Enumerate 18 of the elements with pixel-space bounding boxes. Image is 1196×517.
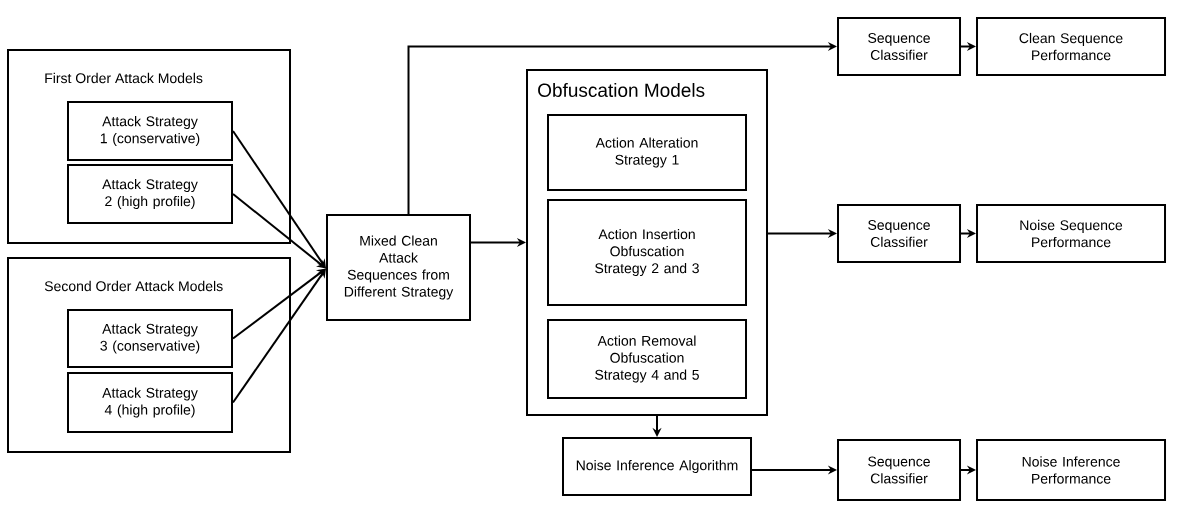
process-box: Noise Sequence Performance (976, 204, 1166, 263)
arrow (232, 193, 326, 269)
process-box: Sequence Classifier (837, 17, 961, 76)
process-box: Attack Strategy 4 (high profile) (67, 372, 233, 433)
process-box: Clean Sequence Performance (976, 17, 1166, 76)
process-box: Sequence Classifier (837, 439, 961, 501)
process-box: Attack Strategy 1 (conservative) (67, 101, 233, 161)
process-box: Attack Strategy 3 (conservative) (67, 309, 233, 368)
process-box: Attack Strategy 2 (high profile) (67, 164, 233, 224)
arrow (232, 268, 326, 340)
process-box: Noise Inference Algorithm (562, 437, 752, 496)
process-box: Sequence Classifier (837, 204, 961, 263)
process-box: Action Alteration Strategy 1 (547, 114, 747, 191)
process-box: Noise Inference Performance (976, 439, 1166, 501)
arrow (407, 41, 837, 215)
process-box: Action Removal Obfuscation Strategy 4 and 5 (547, 319, 747, 399)
process-box: Action Insertion Obfuscation Strategy 2 and 3 (547, 199, 747, 306)
process-box: Mixed Clean Attack Sequences from Different Strategy (326, 214, 471, 321)
